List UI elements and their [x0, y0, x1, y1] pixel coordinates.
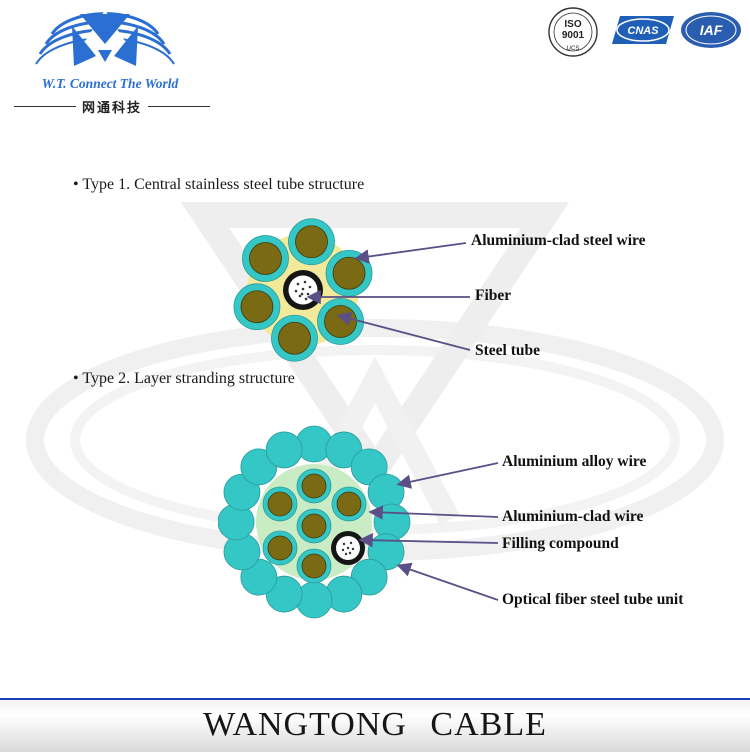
aluminium-clad-wire-core — [267, 491, 293, 517]
fiber-strand — [351, 547, 355, 551]
label-filling-compound: Filling compound — [502, 535, 619, 552]
fiber-strand — [304, 297, 308, 301]
aluminium-clad-wire-core — [267, 535, 293, 561]
fiber-strand — [303, 280, 307, 284]
aluminium-clad-wire-core — [301, 473, 327, 499]
aluminium-clad-wire-core — [301, 513, 327, 539]
aluminium-clad-wire-core — [336, 491, 362, 517]
type2-cable-cross-section — [218, 425, 411, 619]
aluminium-clad-steel-wire-core — [332, 256, 366, 290]
iso-number: 9001 — [562, 30, 585, 41]
logo-text: W.T. Connect The World — [41, 76, 179, 91]
logo-divider-left — [14, 105, 76, 107]
aluminium-clad-steel-wire-core — [240, 290, 274, 324]
logo-chinese-text: 网通科技 — [14, 96, 211, 116]
label-aluminium-clad-wire: Aluminium-clad wire — [502, 508, 644, 525]
aluminium-clad-wire-ring — [262, 468, 367, 584]
cnas-badge: CNAS — [612, 16, 674, 44]
iaf-badge: IAF — [681, 12, 741, 48]
aluminium-clad-steel-wire-core — [249, 242, 282, 275]
aluminium-clad-steel-wire-core — [278, 321, 311, 355]
fiber-strand — [296, 282, 300, 286]
fiber-strand — [342, 542, 346, 546]
footer-bar — [0, 698, 750, 752]
cnas-label: CNAS — [627, 25, 659, 37]
label-aluminium-alloy-wire: Aluminium alloy wire — [502, 453, 647, 470]
fiber-strand — [301, 287, 305, 291]
fiber-strand — [306, 292, 310, 296]
label-steel-tube: Steel tube — [475, 342, 541, 359]
label-aluminium-clad-steel-wire: Aluminium-clad steel wire — [471, 232, 646, 249]
fiber-strand — [344, 552, 348, 556]
type1-cable-cross-section — [233, 218, 373, 362]
company-logo-icon — [35, 10, 175, 68]
iaf-label: IAF — [700, 22, 723, 38]
label-fiber: Fiber — [475, 287, 512, 304]
footer-title: WANGTONG CABLE — [203, 706, 547, 743]
iso-9001-badge: ISO 9001 UCS — [548, 7, 598, 57]
fiber-strand — [348, 551, 352, 555]
aluminium-clad-steel-wire-core — [295, 225, 328, 259]
fiber-strand — [298, 294, 302, 298]
fiber-strand — [294, 289, 298, 293]
aluminium-clad-wire-core — [301, 553, 327, 579]
fiber-strand — [308, 285, 312, 289]
type1-heading: • Type 1. Central stainless steel tube s… — [73, 176, 365, 193]
fiber-strand — [349, 541, 353, 545]
label-optical-fiber-steel-tube-unit: Optical fiber steel tube unit — [502, 591, 684, 608]
type2-fiber-bundle — [341, 541, 355, 556]
type2-heading: • Type 2. Layer stranding structure — [73, 370, 295, 387]
fiber-strand — [341, 548, 345, 552]
fiber-strand — [346, 546, 350, 550]
fiber-strand — [300, 292, 304, 296]
ucs-label: UCS — [567, 46, 580, 52]
aluminium-alloy-wire-sheath — [265, 431, 303, 469]
logo-divider-right — [148, 105, 211, 107]
aluminium-clad-steel-wire-core — [324, 305, 357, 338]
logo-chinese-label: 网通科技 — [82, 100, 143, 116]
iso-label: ISO — [564, 19, 581, 30]
